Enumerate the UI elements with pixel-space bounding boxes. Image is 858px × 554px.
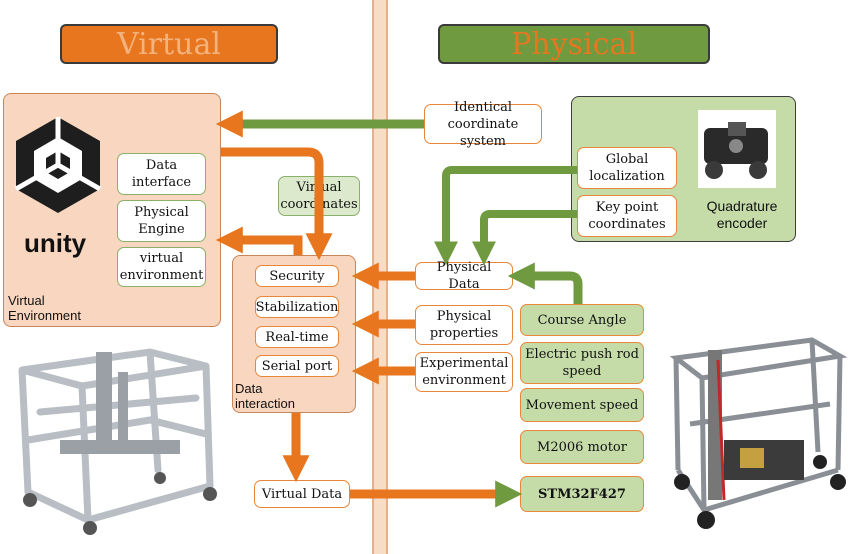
key-point-coordinates-box: Key point coordinates [577, 195, 677, 237]
global-localization-box: Global localization [577, 147, 677, 189]
virtual-environment-label: Virtual Environment [8, 293, 81, 323]
physical-banner: Physical [438, 24, 710, 64]
virtual-coordinates-box: Virtual coordinates [278, 176, 360, 216]
data-interface-box: Data interface [117, 153, 206, 195]
course-angle-box: Course Angle [520, 304, 644, 336]
electric-push-rod-speed-box: Electric push rod speed [520, 342, 644, 384]
virtual-environment-box: virtual environment [117, 247, 206, 287]
virtual-banner-label: Virtual [117, 26, 221, 62]
unity-logo-text: unity [24, 228, 87, 258]
physical-data-box: Physical Data [415, 260, 513, 292]
security-box: Security [255, 265, 339, 287]
physical-banner-label: Physical [511, 26, 637, 62]
movement-speed-box: Movement speed [520, 388, 644, 422]
virtual-banner: Virtual [60, 24, 278, 64]
identical-coordinate-system-box: Identical coordinate system [424, 100, 542, 149]
stabilization-box: Stabilization [255, 296, 339, 318]
m2006-motor-box: M2006 motor [520, 430, 644, 464]
experimental-environment-box: Experimental environment [415, 352, 513, 392]
data-interaction-label: Data interaction [235, 381, 295, 411]
physical-properties-box: Physical properties [415, 305, 513, 345]
virtual-data-box: Virtual Data [254, 480, 350, 508]
center-divider [372, 0, 388, 554]
real-time-box: Real-time [255, 326, 339, 348]
serial-port-box: Serial port [255, 355, 339, 377]
quadrature-encoder-label: Quadrature encoder [706, 198, 778, 231]
physical-engine-box: Physical Engine [117, 200, 206, 242]
stm32f427-box: STM32F427 [520, 476, 644, 512]
